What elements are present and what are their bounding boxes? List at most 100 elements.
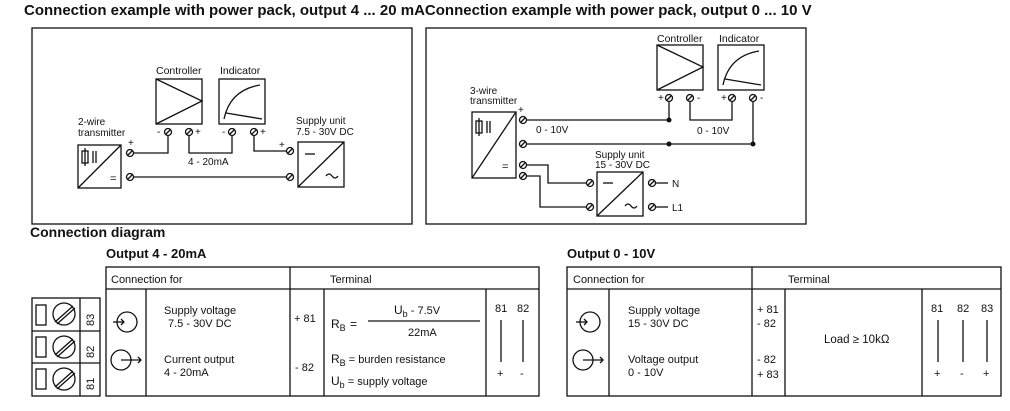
page-title: Connection example with power pack, outp… — [24, 2, 812, 19]
terminals-ci-right — [664, 93, 758, 103]
supply-terminals-right — [585, 178, 657, 212]
table-right-row2-desc-1: Voltage output — [628, 354, 698, 366]
table-right-sign-plus-2: + — [983, 368, 989, 380]
formula-denominator: 22mA — [408, 327, 437, 339]
table-left-row1-terminal: + 81 — [294, 313, 316, 325]
transmitter-terminal-minus-left — [125, 172, 135, 182]
indicator-arc-right — [722, 50, 760, 86]
indicator-box-right — [717, 44, 765, 91]
controller-symbol-left — [155, 78, 204, 125]
transmitter-label-right-2: transmitter — [470, 96, 518, 107]
signal-label-right-1: 0 - 10V — [536, 125, 569, 136]
ctrl-minus-right-sign: - — [697, 93, 700, 104]
output-4-20-heading: Output 4 - 20mA — [106, 246, 207, 261]
ind-minus-left: - — [222, 127, 225, 138]
supply-terminal-minus-left — [285, 172, 295, 182]
controller-label-right: Controller — [657, 33, 703, 45]
supply-box-left — [297, 141, 345, 188]
example-right-frame — [425, 27, 807, 225]
indicator-needle-left — [225, 112, 263, 120]
formula-numerator: Ub - 7.5V — [394, 303, 441, 319]
output-0-10-heading: Output 0 - 10V — [567, 246, 656, 261]
table-right-sign-plus-1: + — [934, 368, 940, 380]
table-right-col-connection: Connection for — [573, 274, 645, 286]
controller-symbol-right — [656, 44, 705, 91]
table-left-row1-desc-1: Supply voltage — [164, 305, 236, 317]
ind-plus-right-sign: + — [721, 93, 727, 104]
table-left-grid — [105, 266, 540, 397]
supply-plus-left: + — [279, 140, 285, 151]
terminal-label-83: 83 — [85, 314, 97, 326]
wires-left — [134, 136, 286, 178]
title-right: Connection example with power pack, outp… — [424, 2, 812, 19]
table-right-row1-terminal-2: - 82 — [757, 318, 776, 330]
supply-label-left-2: 7.5 - 30V DC — [296, 127, 354, 138]
table-left-sign-plus: + — [497, 368, 503, 380]
transmitter-box-right — [471, 111, 517, 179]
ctrl-minus-left: - — [157, 127, 160, 138]
terminal-block — [31, 297, 101, 397]
table-left-sign-minus: - — [520, 368, 524, 380]
transmitter-box-left — [77, 144, 122, 189]
indicator-label-right: Indicator — [719, 33, 760, 45]
transmitter-diag-left — [77, 144, 122, 189]
supply-label-right-2: 15 - 30V DC — [595, 160, 650, 171]
formula-rb: RB — [331, 317, 346, 333]
indicator-arc-left — [223, 84, 261, 120]
supply-symbol-right — [576, 311, 601, 333]
controller-box-right — [656, 44, 704, 91]
transmitter-eq-left: = — [110, 173, 116, 185]
mains-l1-label: L1 — [672, 203, 684, 214]
ind-plus-left: + — [260, 127, 266, 138]
table-left-term-81: 81 — [495, 303, 507, 315]
junction-dots-right — [666, 117, 756, 147]
table-right-row2-terminal-2: + 83 — [757, 369, 779, 381]
table-right-col-terminal: Terminal — [788, 274, 830, 286]
indicator-label-left: Indicator — [220, 65, 261, 77]
transmitter-terminals-right — [518, 115, 528, 181]
ctrl-plus-left: + — [195, 127, 201, 138]
table-right-term-82: 82 — [957, 303, 969, 315]
table-right-row1-desc-1: Supply voltage — [628, 305, 700, 317]
output-symbol-left — [110, 349, 142, 371]
signal-label-left: 4 - 20mA — [188, 157, 229, 168]
table-left-col-connection: Connection for — [111, 274, 183, 286]
table-left-term-82: 82 — [517, 303, 529, 315]
transmitter-eq-right: = — [502, 161, 508, 173]
transmitter-plus-right: + — [518, 105, 524, 116]
terminals-ci-left — [163, 127, 259, 137]
ctrl-plus-right-sign: + — [658, 93, 664, 104]
table-right-row1-desc-2: 15 - 30V DC — [628, 318, 689, 330]
table-left-row2-desc-1: Current output — [164, 354, 234, 366]
transmitter-label-right-1: 3-wire — [470, 86, 498, 97]
transmitter-label-left-2: transmitter — [78, 128, 126, 139]
supply-box-right — [596, 171, 644, 217]
title-left: Connection example with power pack, outp… — [24, 2, 425, 19]
supply-label-left-1: Supply unit — [296, 116, 346, 127]
table-right-row1-terminal-1: + 81 — [757, 304, 779, 316]
table-right-grid — [566, 266, 1002, 397]
table-right-term-83: 83 — [981, 303, 993, 315]
signal-label-right-2: 0 - 10V — [697, 126, 730, 137]
mains-n-label: N — [672, 179, 679, 190]
supply-terminal-plus-left — [285, 146, 295, 156]
table-right-row2-desc-2: 0 - 10V — [628, 367, 664, 379]
table-left-row2-terminal: - 82 — [295, 362, 314, 374]
indicator-box-left — [218, 78, 266, 125]
table-right-sign-minus: - — [960, 368, 964, 380]
transmitter-terminal-plus-left — [125, 148, 135, 158]
table-left-col-terminal: Terminal — [330, 274, 372, 286]
connection-diagram-heading: Connection diagram — [30, 224, 166, 240]
supply-label-right-1: Supply unit — [595, 150, 645, 161]
output-symbol-right — [572, 349, 604, 371]
table-right-load: Load ≥ 10kΩ — [824, 334, 890, 346]
supply-symbol-left — [113, 311, 138, 333]
table-right-row2-terminal-1: - 82 — [757, 354, 776, 366]
rb-definition: RB = burden resistance — [331, 352, 446, 368]
ind-minus-right-sign: - — [760, 93, 763, 104]
ub-definition: Ub = supply voltage — [331, 374, 428, 390]
terminal-label-82: 82 — [85, 346, 97, 358]
controller-label-left: Controller — [156, 65, 202, 77]
terminal-label-81: 81 — [85, 378, 97, 390]
